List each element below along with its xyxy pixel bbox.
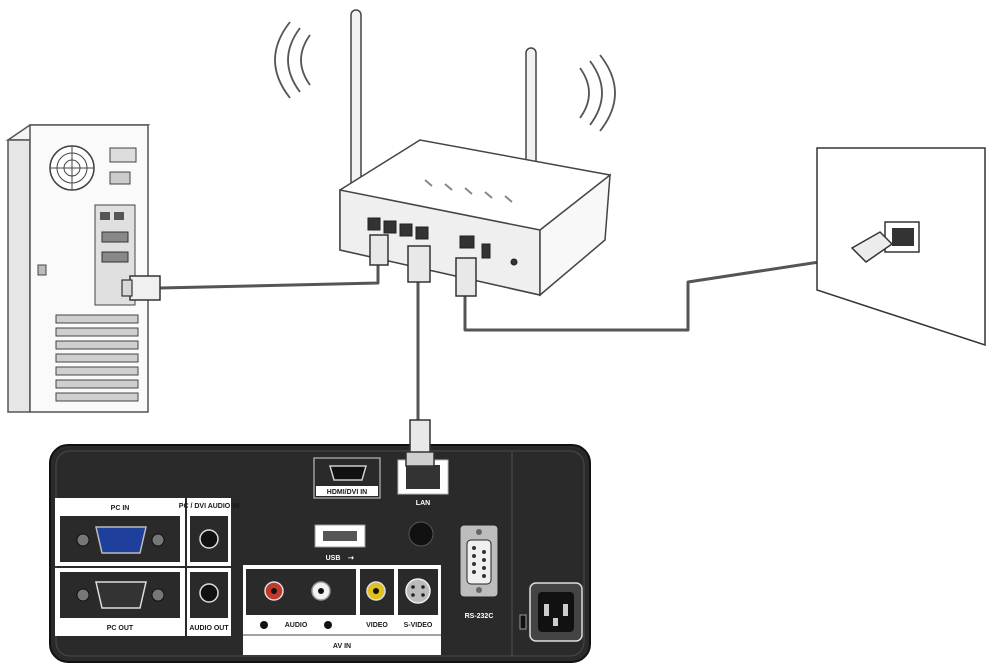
cables bbox=[158, 253, 867, 422]
rs232c-port bbox=[459, 524, 499, 598]
router-to-wall-cable bbox=[463, 253, 867, 332]
audio-out-jack bbox=[199, 583, 219, 603]
power-switch bbox=[519, 614, 527, 630]
pc-to-router-cable bbox=[158, 260, 380, 290]
audio-in-jack bbox=[199, 529, 219, 549]
power-socket bbox=[529, 582, 583, 642]
round-service-jack bbox=[408, 521, 434, 547]
s-video-jack bbox=[405, 578, 431, 604]
hdmi-port bbox=[329, 465, 367, 481]
vga-out-port bbox=[76, 581, 165, 609]
lan-port bbox=[406, 465, 440, 489]
svg-text:⇢: ⇢ bbox=[348, 555, 354, 562]
label-pc-dvi-audio-in: PC / DVI AUDIO IN bbox=[179, 503, 239, 510]
wall-lan-outlet bbox=[816, 147, 986, 347]
label-audio: AUDIO bbox=[285, 622, 308, 629]
wifi-waves-icon bbox=[274, 21, 616, 132]
label-video: VIDEO bbox=[366, 622, 388, 629]
label-av-in: AV IN bbox=[333, 643, 351, 650]
projector-lan-plug bbox=[405, 419, 435, 467]
projector-rear-panel: PC IN PC / DVI AUDIO IN PC OUT AUDIO OUT bbox=[49, 444, 591, 663]
label-audio-out: AUDIO OUT bbox=[189, 625, 229, 632]
label-s-video: S-VIDEO bbox=[404, 622, 433, 629]
vga-in-port bbox=[76, 526, 165, 554]
label-usb: USB bbox=[326, 555, 341, 562]
label-pc-in: PC IN bbox=[111, 505, 130, 512]
usb-icon: USB ⇢ bbox=[326, 555, 354, 562]
label-pc-out: PC OUT bbox=[107, 625, 134, 632]
wireless-router bbox=[274, 9, 616, 297]
label-rs232c: RS-232C bbox=[465, 613, 494, 620]
pc-tower bbox=[5, 124, 151, 413]
label-lan: LAN bbox=[416, 500, 430, 507]
pc-lan-plug bbox=[121, 275, 161, 301]
label-hdmi-dvi-in: HDMI/DVI IN bbox=[327, 489, 367, 496]
